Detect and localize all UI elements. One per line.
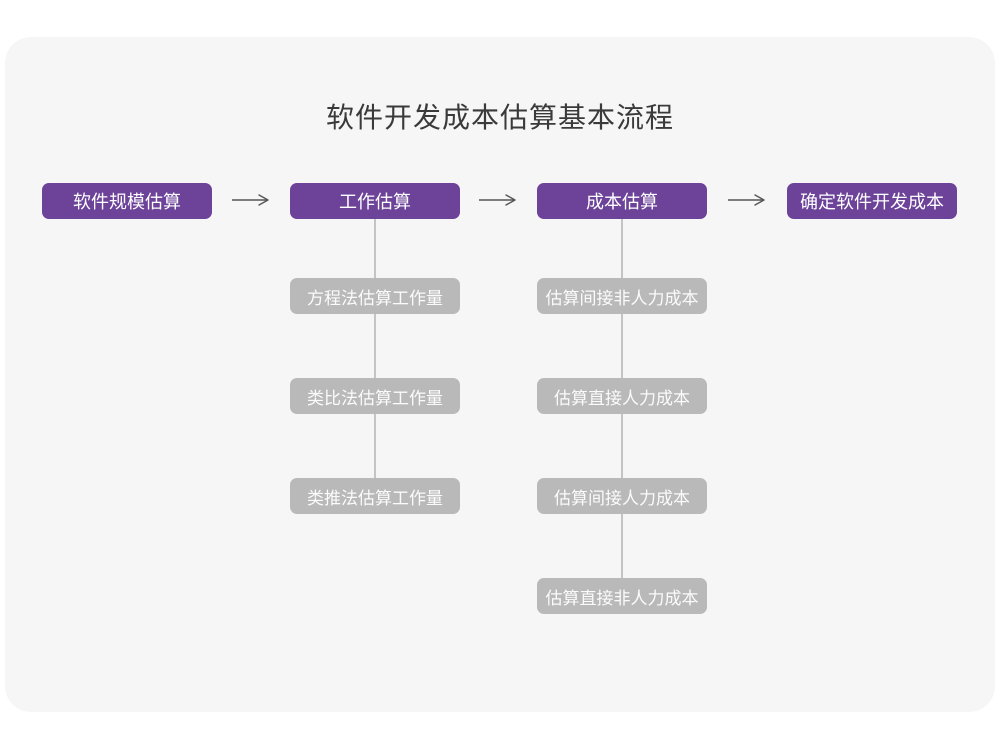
sub-node-label: 类推法估算工作量	[307, 488, 443, 508]
connector-line-work-column	[374, 218, 376, 496]
sub-node-direct-labor-cost: 估算直接人力成本	[537, 378, 707, 414]
flow-node-software-scale-estimation: 软件规模估算	[42, 183, 212, 219]
flow-node-label: 软件规模估算	[73, 192, 181, 212]
flow-node-label: 成本估算	[586, 192, 658, 212]
sub-node-label: 估算间接非人力成本	[545, 288, 699, 308]
right-arrow-icon	[232, 194, 269, 206]
sub-node-label: 估算间接人力成本	[554, 488, 690, 508]
sub-node-analogy-method: 类比法估算工作量	[290, 378, 460, 414]
flow-node-work-estimation: 工作估算	[290, 183, 460, 219]
right-arrow-icon	[479, 194, 516, 206]
sub-node-label: 估算直接人力成本	[554, 388, 690, 408]
flow-node-label: 确定软件开发成本	[800, 192, 944, 212]
diagram-title: 软件开发成本估算基本流程	[325, 102, 674, 133]
sub-node-direct-nonlabor-cost: 估算直接非人力成本	[537, 578, 707, 614]
sub-node-extrapolation-method: 类推法估算工作量	[290, 478, 460, 514]
sub-node-indirect-nonlabor-cost: 估算间接非人力成本	[537, 278, 707, 314]
sub-node-indirect-labor-cost: 估算间接人力成本	[537, 478, 707, 514]
flow-node-label: 工作估算	[339, 192, 411, 212]
flow-node-determine-development-cost: 确定软件开发成本	[787, 183, 957, 219]
diagram-background-card	[5, 37, 995, 712]
sub-node-label: 方程法估算工作量	[307, 288, 443, 308]
sub-node-label: 类比法估算工作量	[307, 388, 443, 408]
flow-node-cost-estimation: 成本估算	[537, 183, 707, 219]
sub-node-equation-method: 方程法估算工作量	[290, 278, 460, 314]
sub-node-label: 估算直接非人力成本	[545, 588, 699, 608]
right-arrow-icon	[728, 194, 765, 206]
